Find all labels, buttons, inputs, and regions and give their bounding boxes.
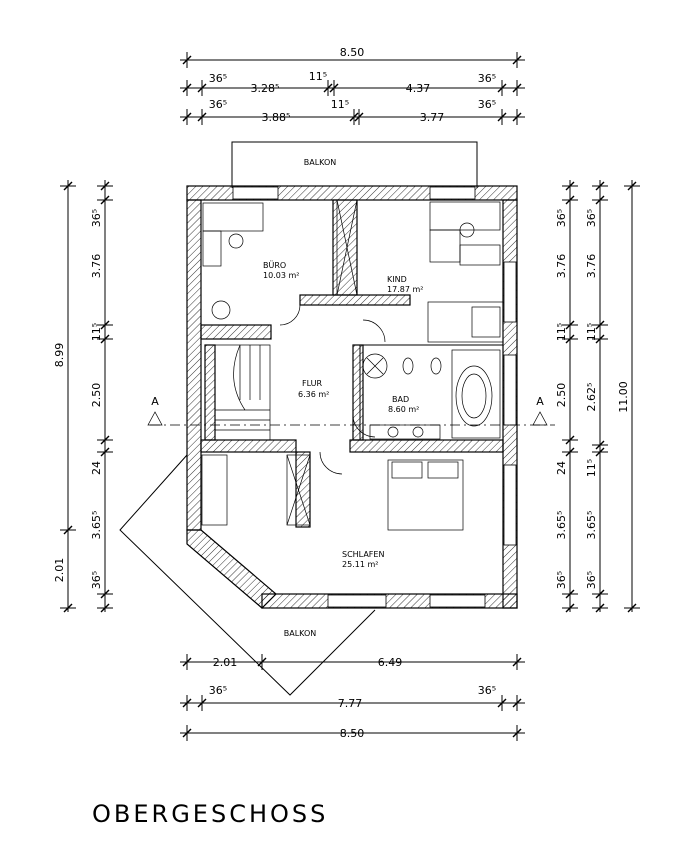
dim-right2-i4: 2.62⁵ [585, 383, 598, 412]
dim-left-i6: 3.65⁵ [90, 511, 103, 540]
room-buero-name: BÜRO [263, 260, 286, 270]
dim-top-r3-a: 36⁵ [209, 98, 227, 111]
dim-right1-i3: 11⁵ [555, 323, 568, 341]
dim-left-i2: 3.76 [90, 254, 103, 279]
balcony-bottom: BALKON [119, 454, 376, 696]
dim-top-r3-c: 11⁵ [331, 98, 349, 111]
dim-top-r2-e: 36⁵ [478, 72, 496, 85]
dim-bottom-r2-c: 36⁵ [478, 684, 496, 697]
dim-top-total: 8.50 [340, 46, 365, 59]
fixtures [201, 199, 504, 531]
dim-left-i4: 2.50 [90, 383, 103, 408]
dim-top-r3-d: 3.77 [420, 111, 445, 124]
dim-left-i7: 36⁵ [90, 571, 103, 589]
dim-left-i1: 36⁵ [90, 209, 103, 227]
bottom-dimensions: 2.01 6.49 36⁵ 7.77 36⁵ 8.50 [180, 654, 525, 741]
dim-bottom-r1-a: 2.01 [213, 656, 238, 669]
balkon-top-label: BALKON [304, 158, 337, 167]
dim-top-r2-d: 4.37 [406, 82, 431, 95]
section-mark-right: A [536, 395, 544, 408]
room-flur-name: FLUR [302, 379, 323, 388]
dim-bottom-r1-b: 6.49 [378, 656, 403, 669]
room-bad-area: 8.60 m² [388, 405, 419, 414]
balkon-bottom-label: BALKON [284, 629, 317, 638]
dim-bottom-total: 8.50 [340, 727, 365, 740]
dim-right-total: 11.00 [617, 381, 630, 413]
section-line-a: A A [147, 395, 555, 426]
dim-top-r2-a: 36⁵ [209, 72, 227, 85]
dim-left-i5: 24 [90, 461, 103, 475]
room-flur-area: 6.36 m² [298, 390, 329, 399]
dim-bottom-r2-b: 7.77 [338, 697, 363, 710]
dim-top-r2-b: 3.28⁵ [251, 82, 280, 95]
dim-left-bottom: 2.01 [53, 558, 66, 583]
right-dimensions: 36⁵ 3.76 11⁵ 2.50 24 3.65⁵ 36⁵ 36⁵ 3.76 … [555, 180, 640, 613]
dim-right2-i3: 11⁵ [585, 323, 598, 341]
dim-right1-i2: 3.76 [555, 254, 568, 279]
outer-walls [186, 185, 518, 609]
dim-right1-i6: 3.65⁵ [555, 511, 568, 540]
dim-top-r3-b: 3.88⁵ [262, 111, 291, 124]
room-schlafen-name: SCHLAFEN [342, 550, 384, 559]
dim-top-r3-e: 36⁵ [478, 98, 496, 111]
dim-right2-i7: 36⁵ [585, 571, 598, 589]
room-buero-area: 10.03 m² [263, 271, 299, 280]
drawing-title: OBERGESCHOSS [92, 800, 328, 828]
room-kind-name: KIND [387, 275, 407, 284]
top-dimensions: 8.50 36⁵ 3.28⁵ 11⁵ 4.37 36⁵ 36⁵ 3.88⁵ 11… [180, 46, 525, 125]
room-kind-area: 17.87 m² [387, 285, 423, 294]
dim-right2-i6: 3.65⁵ [585, 511, 598, 540]
room-labels: BÜRO 10.03 m² KIND 17.87 m² FLUR 6.36 m²… [263, 260, 423, 569]
section-mark-left: A [151, 395, 159, 408]
dim-bottom-r2-a: 36⁵ [209, 684, 227, 697]
dim-top-r2-c: 11⁵ [309, 70, 327, 83]
room-schlafen-area: 25.11 m² [342, 560, 378, 569]
dim-left-total: 8.99 [53, 343, 66, 368]
dim-right1-i5: 24 [555, 461, 568, 475]
dim-left-i3: 11⁵ [90, 323, 103, 341]
staircase [204, 344, 271, 441]
dim-right1-i4: 2.50 [555, 383, 568, 408]
dim-right2-i5: 11⁵ [585, 459, 598, 477]
dim-right1-i7: 36⁵ [555, 571, 568, 589]
balcony-top: BALKON [231, 141, 478, 188]
dim-right1-i1: 36⁵ [555, 209, 568, 227]
dim-right2-i1: 36⁵ [585, 209, 598, 227]
left-dimensions: 8.99 2.01 36⁵ 3.76 11⁵ 2.50 24 3.65⁵ 36⁵ [53, 180, 113, 613]
room-bad-name: BAD [392, 395, 409, 404]
dim-right2-i2: 3.76 [585, 254, 598, 279]
